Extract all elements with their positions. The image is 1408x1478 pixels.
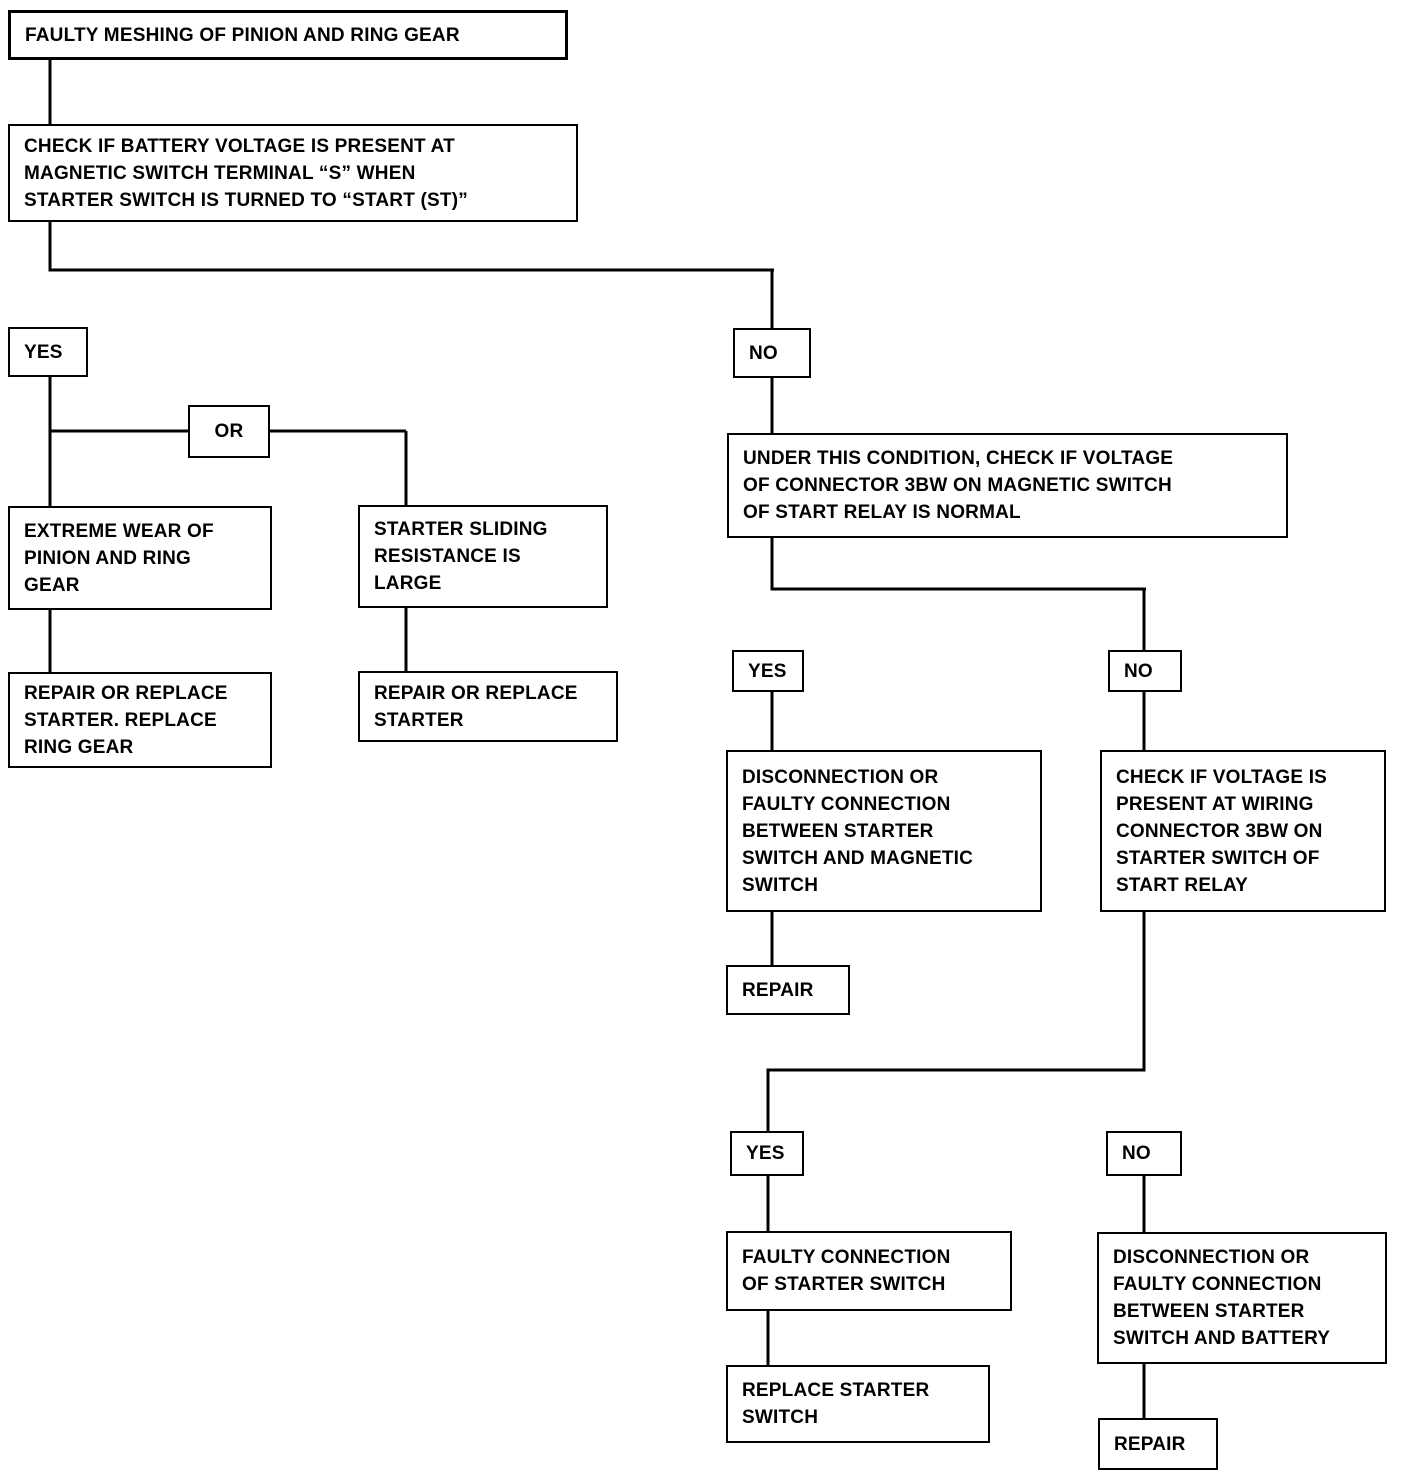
node-or-1[interactable]: OR	[188, 405, 270, 458]
node-yes-3-label: YES	[746, 1143, 785, 1164]
node-disconnection-starter-magnetic-switch-label: DISCONNECTION OR FAULTY CONNECTION BETWE…	[742, 766, 974, 896]
node-root[interactable]: FAULTY MESHING OF PINION AND RING GEAR	[8, 10, 568, 60]
node-repair-1[interactable]: REPAIR	[726, 965, 850, 1015]
node-repair-2-label: REPAIR	[1114, 1433, 1186, 1455]
node-repair-replace-starter-ring-gear[interactable]: REPAIR OR REPLACE STARTER. REPLACE RING …	[8, 672, 272, 768]
node-replace-starter-switch[interactable]: REPLACE STARTER SWITCH	[726, 1365, 990, 1443]
node-repair-2[interactable]: REPAIR	[1098, 1418, 1218, 1470]
node-repair-replace-starter-ring-gear-label: REPAIR OR REPLACE STARTER. REPLACE RING …	[24, 682, 228, 758]
node-faulty-connection-starter-switch-label: FAULTY CONNECTION OF STARTER SWITCH	[742, 1247, 951, 1295]
node-check-voltage-wiring-connector-label: CHECK IF VOLTAGE IS PRESENT AT WIRING CO…	[1116, 766, 1328, 896]
node-disconnection-starter-battery[interactable]: DISCONNECTION OR FAULTY CONNECTION BETWE…	[1097, 1232, 1387, 1364]
node-extreme-wear-label: EXTREME WEAR OF PINION AND RING GEAR	[24, 520, 214, 596]
node-check-voltage-wiring-connector[interactable]: CHECK IF VOLTAGE IS PRESENT AT WIRING CO…	[1100, 750, 1386, 912]
node-disconnection-starter-magnetic-switch[interactable]: DISCONNECTION OR FAULTY CONNECTION BETWE…	[726, 750, 1042, 912]
node-check-battery-voltage[interactable]: CHECK IF BATTERY VOLTAGE IS PRESENT AT M…	[8, 124, 578, 222]
node-faulty-connection-starter-switch[interactable]: FAULTY CONNECTION OF STARTER SWITCH	[726, 1231, 1012, 1311]
node-starter-sliding-resistance-label: STARTER SLIDING RESISTANCE IS LARGE	[374, 519, 548, 594]
node-yes-2[interactable]: YES	[732, 650, 804, 692]
node-under-this-condition-label: UNDER THIS CONDITION, CHECK IF VOLTAGE O…	[743, 448, 1174, 523]
node-no-2[interactable]: NO	[1108, 650, 1182, 692]
node-under-this-condition[interactable]: UNDER THIS CONDITION, CHECK IF VOLTAGE O…	[727, 433, 1288, 538]
node-repair-1-label: REPAIR	[742, 979, 814, 1001]
node-repair-replace-starter[interactable]: REPAIR OR REPLACE STARTER	[358, 671, 618, 742]
node-repair-replace-starter-label: REPAIR OR REPLACE STARTER	[374, 682, 578, 731]
node-or-1-label: OR	[214, 421, 244, 442]
node-no-1[interactable]: NO	[733, 328, 811, 378]
node-check-battery-voltage-label: CHECK IF BATTERY VOLTAGE IS PRESENT AT M…	[24, 135, 468, 211]
node-no-1-label: NO	[749, 342, 778, 364]
node-no-3-label: NO	[1122, 1143, 1151, 1164]
node-root-label: FAULTY MESHING OF PINION AND RING GEAR	[25, 24, 460, 46]
node-replace-starter-switch-label: REPLACE STARTER SWITCH	[742, 1380, 930, 1428]
node-extreme-wear[interactable]: EXTREME WEAR OF PINION AND RING GEAR	[8, 506, 272, 610]
node-no-3[interactable]: NO	[1106, 1131, 1182, 1176]
node-yes-2-label: YES	[748, 660, 787, 682]
node-no-2-label: NO	[1124, 660, 1153, 682]
node-yes-1[interactable]: YES	[8, 327, 88, 377]
node-disconnection-starter-battery-label: DISCONNECTION OR FAULTY CONNECTION BETWE…	[1113, 1247, 1331, 1349]
node-yes-3[interactable]: YES	[730, 1131, 804, 1176]
node-yes-1-label: YES	[24, 341, 63, 363]
node-starter-sliding-resistance[interactable]: STARTER SLIDING RESISTANCE IS LARGE	[358, 505, 608, 608]
